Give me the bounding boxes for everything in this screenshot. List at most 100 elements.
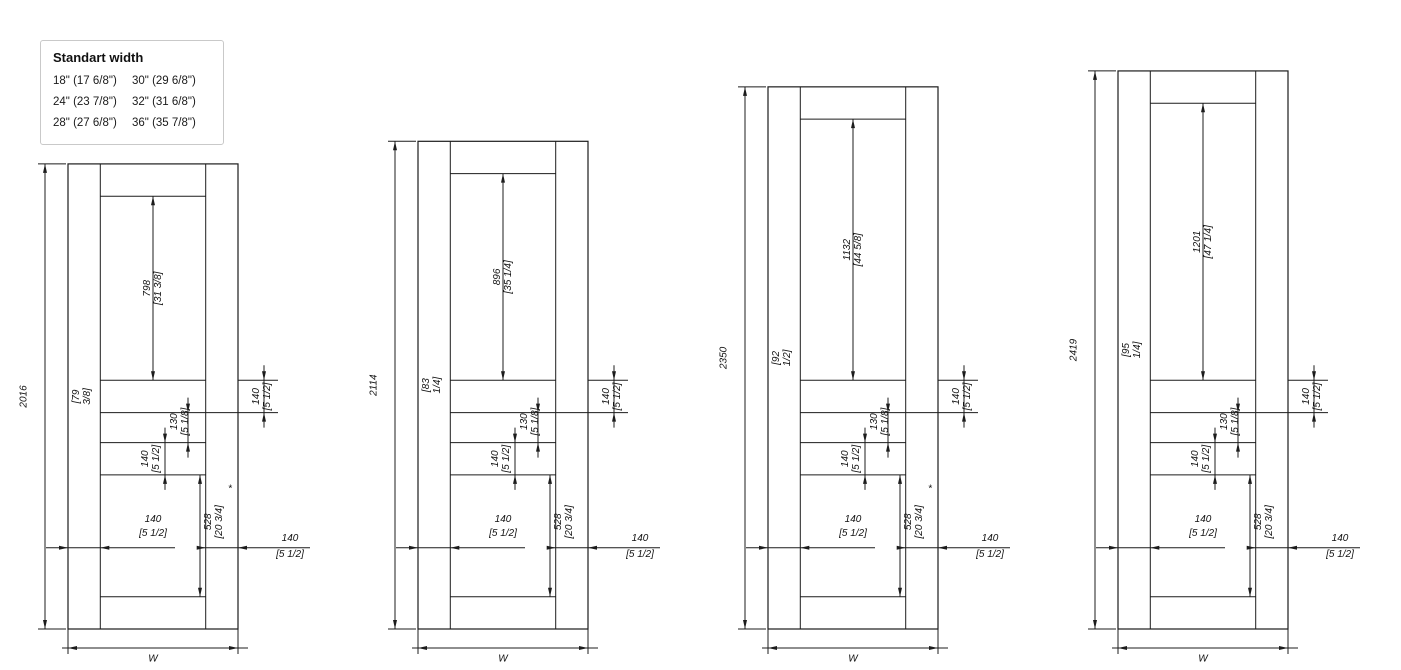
width-label: W [498,654,509,665]
left-stile-in-label: [5 1/2] [138,528,167,539]
dim-arrow-icon [1236,442,1240,452]
upper-rail-label: [5 1/2] [1312,382,1323,411]
dim-arrow-icon [743,86,747,96]
narrow-rail-label: [5 1/8] [530,407,541,436]
dim-arrow-icon [501,371,505,381]
bottom-panel-label: 528 [553,513,564,530]
dim-arrow-icon [43,163,47,173]
left-stile-mm-label: 140 [1195,514,1212,525]
dim-arrow-icon [863,474,867,484]
upper-rail-label: [5 1/2] [262,382,273,411]
dim-arrow-icon [546,545,556,550]
dim-arrow-icon [163,474,167,484]
panel-height-label: [35 1/4] [503,260,514,295]
height-in-label: 1/2] [782,349,793,366]
narrow-rail-label: [5 1/8] [880,407,891,436]
right-stile-mm-label: 140 [632,533,649,544]
dim-arrow-icon [579,646,588,650]
door-outline [1117,70,1289,630]
height-in-label: 1/4] [432,377,443,394]
legend-row: 18" (17 6/8") 30" (29 6/8") [53,71,211,92]
dim-arrow-icon [962,371,966,381]
narrow-rail-label: [5 1/8] [1230,407,1241,436]
dim-arrow-icon [886,442,890,452]
dim-arrow-icon [513,474,517,484]
left-stile-in-label: [5 1/2] [838,528,867,539]
narrow-rail-label: [5 1/8] [180,407,191,436]
dim-arrow-icon [1236,403,1240,413]
dim-arrow-icon [418,646,427,650]
dim-arrow-icon [198,587,202,597]
height-in-label: 3/8] [82,388,93,405]
dim-arrow-icon [759,545,768,550]
dim-arrow-icon [886,403,890,413]
dim-arrow-icon [548,474,552,484]
dim-arrow-icon [100,545,110,550]
bottom-panel-label: 528 [203,513,214,530]
dim-arrow-icon [612,412,616,422]
left-stile-mm-label: 140 [495,514,512,525]
dim-arrow-icon [151,371,155,381]
dim-arrow-icon [612,371,616,381]
dim-arrow-icon [68,646,77,650]
panel-height-label: [44 5/8] [853,233,864,268]
narrow-rail-label: 130 [1219,413,1230,430]
dim-arrow-icon [238,545,247,550]
dim-arrow-icon [229,646,238,650]
lower-rail-label: [5 1/2] [501,445,512,474]
bottom-panel-label: [20 3/4] [1264,505,1275,540]
dim-arrow-icon [851,119,855,129]
dim-arrow-icon [536,403,540,413]
lower-rail-label: [5 1/2] [851,445,862,474]
height-in-label: [83 [421,378,432,393]
upper-rail-label: [5 1/2] [962,382,973,411]
height-mm-label: 2350 [719,346,730,370]
dim-arrow-icon [513,433,517,443]
legend-row: 24" (23 7/8") 32" (31 6/8") [53,92,211,113]
height-mm-label: 2419 [1069,338,1080,362]
bottom-panel-label: 528 [1253,513,1264,530]
dim-arrow-icon [1093,620,1097,629]
dim-arrow-icon [409,545,418,550]
dim-arrow-icon [1312,412,1316,422]
width-option: 18" (17 6/8") [53,75,117,87]
dim-arrow-icon [898,587,902,597]
note-mark: * [228,483,233,494]
right-stile-mm-label: 140 [982,533,999,544]
height-in-label: [79 [71,389,82,404]
dim-arrow-icon [198,474,202,484]
dim-arrow-icon [1213,474,1217,484]
lower-rail-label: 140 [1190,450,1201,467]
dim-arrow-icon [393,141,397,151]
dim-arrow-icon [1288,545,1297,550]
left-stile-mm-label: 140 [145,514,162,525]
panel-height-label: 1201 [1192,231,1203,253]
dim-arrow-icon [393,620,397,629]
dim-arrow-icon [196,545,206,550]
right-stile-mm-label: 140 [1332,533,1349,544]
dim-arrow-icon [898,474,902,484]
door-outline [67,163,239,630]
height-in-label: 1/4] [1132,341,1143,358]
legend-row: 28" (27 6/8") 36" (35 7/8") [53,113,211,134]
dim-arrow-icon [588,545,597,550]
door-outline [767,86,939,630]
standard-width-legend: Standart width 18" (17 6/8") 30" (29 6/8… [40,40,224,145]
dim-arrow-icon [962,412,966,422]
right-stile-in-label: [5 1/2] [1325,549,1354,560]
dim-arrow-icon [1213,433,1217,443]
panel-height-label: [31 3/8] [153,271,164,306]
dim-arrow-icon [548,587,552,597]
door-outline [417,140,589,630]
right-stile-in-label: [5 1/2] [625,549,654,560]
panel-height-label: [47 1/4] [1203,225,1214,260]
left-stile-mm-label: 140 [845,514,862,525]
dim-arrow-icon [929,646,938,650]
dim-arrow-icon [896,545,906,550]
dim-arrow-icon [1246,545,1256,550]
note-mark: * [928,483,933,494]
